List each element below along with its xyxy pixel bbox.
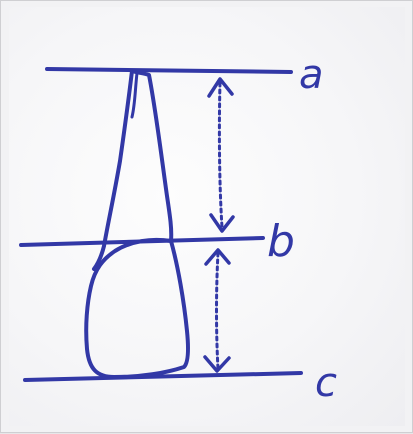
root-canal-stroke [130,71,139,119]
lower-arrow-shaft [215,251,220,371]
label-c: c [315,360,337,406]
label-b: b [267,216,295,267]
line-c [23,371,303,382]
tooth-root-left-edge [92,69,134,271]
label-a: a [299,52,324,98]
paper-background [9,7,405,426]
lower-arrow-head-top [204,248,231,266]
upper-arrow-head-top [207,77,234,98]
upper-arrow-head-bottom [209,213,235,233]
tooth-root-right-edge [130,69,174,243]
line-a [45,67,293,74]
tooth-crown-outline [84,237,190,379]
upper-arrow-shaft [217,81,224,229]
lower-arrow-head-bottom [203,355,231,373]
